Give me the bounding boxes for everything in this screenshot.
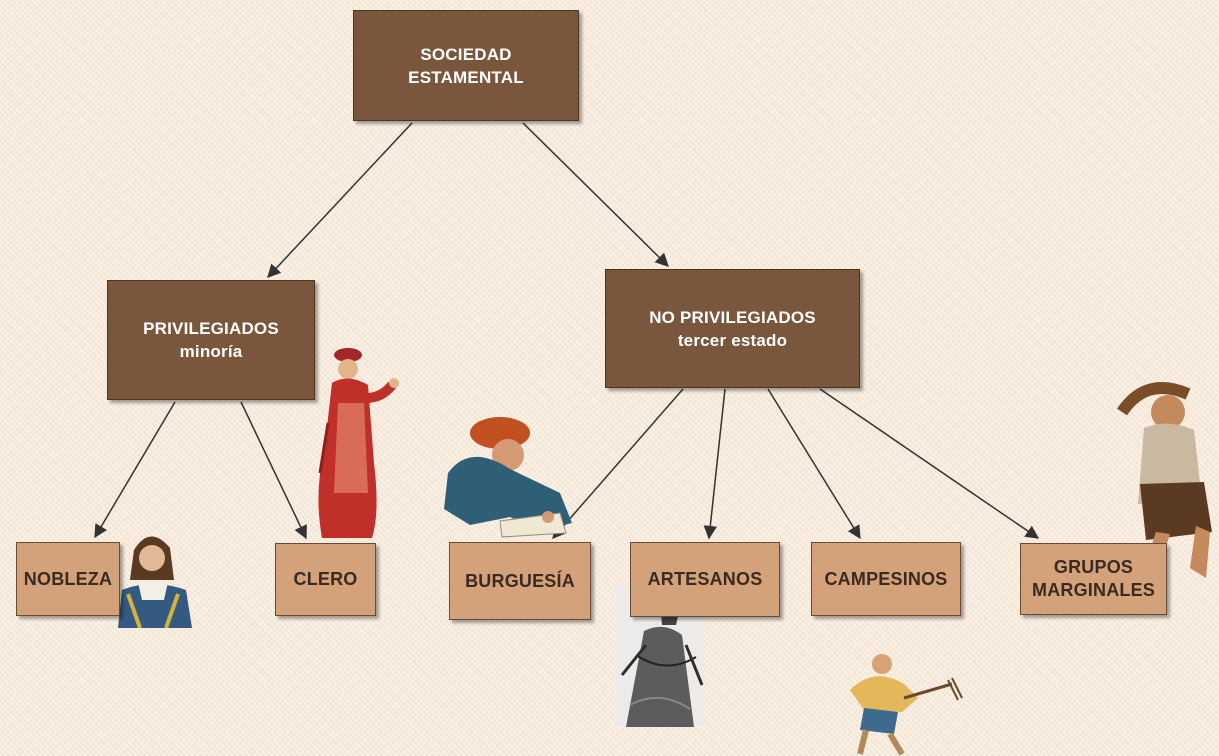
leaf-burguesia: BURGUESÍA xyxy=(449,542,591,620)
privilegiados-line-1: PRIVILEGIADOS xyxy=(143,319,279,338)
cardinal-illustration xyxy=(318,348,399,538)
arrow-root-to-privilegiados xyxy=(267,122,413,278)
leaf-clero: CLERO xyxy=(275,543,376,616)
leaf-nobleza: NOBLEZA xyxy=(16,542,120,616)
leaf-grupos-marginales: GRUPOS MARGINALES xyxy=(1020,543,1167,615)
arrow-no-privilegiados-to-grupos-marginales xyxy=(819,388,1040,539)
nobleza-label: NOBLEZA xyxy=(23,568,113,589)
root-node-line-1: SOCIEDAD xyxy=(420,44,512,64)
node-privilegiados: PRIVILEGIADOS minoría xyxy=(107,280,315,400)
arrow-no-privilegiados-to-burguesia xyxy=(552,388,684,540)
no-privilegiados-line-2: tercer estado xyxy=(677,330,788,350)
leaf-artesanos: ARTESANOS xyxy=(630,542,780,617)
campesinos-label: CAMPESINOS xyxy=(824,568,948,589)
bourgeois-illustration xyxy=(444,417,572,538)
root-node-line-2: ESTAMENTAL xyxy=(408,67,524,87)
peasant-illustration xyxy=(850,654,963,756)
arrow-privilegiados-to-nobleza xyxy=(94,401,176,539)
no-privilegiados-line-1: NO PRIVILEGIADOS xyxy=(649,307,816,327)
root-node-sociedad-estamental: SOCIEDAD ESTAMENTAL xyxy=(353,10,579,121)
arrow-no-privilegiados-to-campesinos xyxy=(767,388,861,540)
arrow-root-to-no-privilegiados xyxy=(522,122,669,267)
clero-label: CLERO xyxy=(293,569,358,589)
noble-illustration xyxy=(118,536,192,628)
grupos-marginales-line-1: GRUPOS xyxy=(1053,557,1134,577)
marginal-boy-illustration xyxy=(1117,382,1212,578)
grupos-marginales-line-2: MARGINALES xyxy=(1032,580,1155,600)
node-no-privilegiados: NO PRIVILEGIADOS tercer estado xyxy=(605,269,860,388)
arrow-privilegiados-to-clero xyxy=(240,401,307,540)
burguesia-label: BURGUESÍA xyxy=(465,570,575,591)
arrow-no-privilegiados-to-artesanos xyxy=(703,388,726,540)
leaf-campesinos: CAMPESINOS xyxy=(811,542,961,616)
privilegiados-line-2: minoría xyxy=(179,342,243,361)
artesanos-label: ARTESANOS xyxy=(647,569,763,589)
